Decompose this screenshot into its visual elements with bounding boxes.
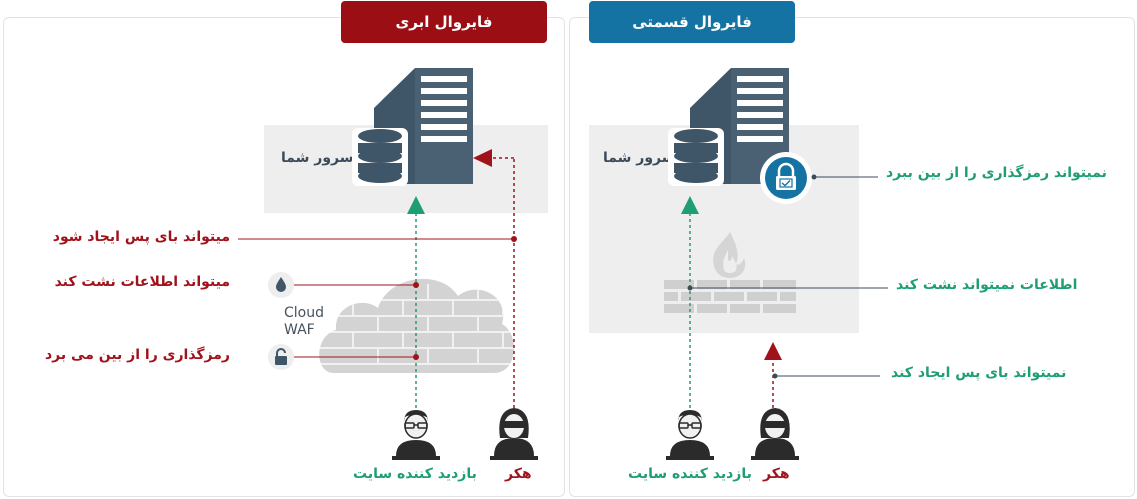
- hacker-icon-left: [490, 408, 538, 460]
- hacker-icon-right: [751, 408, 799, 460]
- drop-icon: [268, 272, 294, 298]
- visitor-icon-right: [666, 410, 714, 460]
- server-icon-left: [352, 68, 473, 186]
- right-statement-bypass: نمیتواند بای پس ایجاد کند: [891, 365, 1067, 381]
- hacker-label-right: هکر: [763, 466, 790, 482]
- server-label-right: سرور شما: [603, 150, 676, 166]
- lock-icon: [760, 152, 812, 204]
- cloud-label-line1: Cloud: [284, 305, 324, 321]
- visitor-label-right: بازدید کننده سایت: [628, 466, 752, 482]
- server-icon-right: [668, 68, 789, 186]
- server-label-left: سرور شما: [281, 150, 354, 166]
- cloud-firewall-title: فایروال ابری: [341, 1, 547, 43]
- firewall-icon: [664, 232, 796, 313]
- visitor-icon-left: [392, 410, 440, 460]
- unlock-icon: [268, 344, 294, 370]
- cloud-label-line2: WAF: [284, 322, 315, 338]
- right-statement-leak: اطلاعات نمیتواند نشت کند: [896, 277, 1078, 293]
- left-connectors: [238, 149, 517, 408]
- partial-firewall-title: فایروال قسمتی: [589, 1, 795, 43]
- right-statement-encryption: نمیتواند رمزگذاری را از بین ببرد: [886, 165, 1107, 181]
- cloud-waf-icon: [319, 278, 514, 373]
- left-statement-bypass: میتواند بای پس ایجاد شود: [52, 229, 230, 245]
- visitor-label-left: بازدید کننده سایت: [353, 466, 477, 482]
- left-statement-leak: میتواند اطلاعات نشت کند: [54, 274, 230, 290]
- right-connectors: [681, 174, 888, 408]
- hacker-label-left: هکر: [505, 466, 532, 482]
- cloud-waf-label: Cloud WAF: [284, 305, 324, 339]
- left-statement-encryption: رمزگذاری را از بین می برد: [45, 347, 230, 363]
